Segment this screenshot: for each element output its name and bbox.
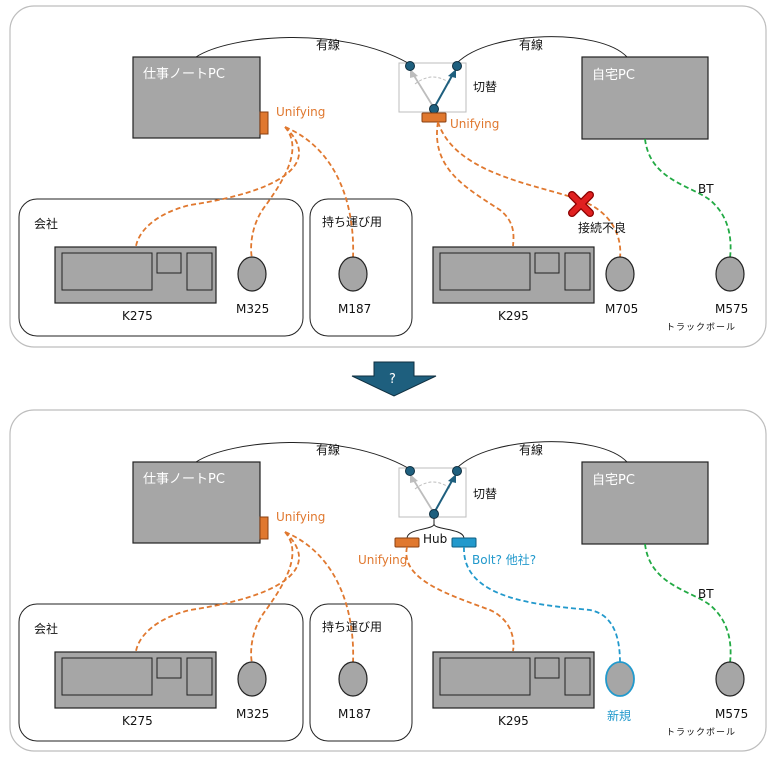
home-pc	[581, 56, 709, 140]
link-work-m187	[284, 126, 355, 259]
link-hub-new-mouse	[463, 546, 621, 664]
link-hub-k295	[405, 546, 515, 652]
office-group-label-bottom: 会社	[34, 621, 58, 636]
link-switch-k295	[436, 121, 515, 247]
switch-active-arrow	[433, 73, 454, 109]
bt-label: BT	[698, 182, 714, 196]
m325-label: M325	[236, 302, 269, 316]
switch-port-bottom	[429, 104, 439, 114]
unifying-dongle-switch	[421, 112, 447, 123]
cable-work-pc-bottom	[195, 442, 409, 469]
home-pc-label-bottom: 自宅PC	[592, 473, 635, 488]
home-pc-bottom	[581, 461, 709, 545]
link-work-k275	[135, 126, 300, 247]
unifying-dongle-pc-bottom	[259, 516, 269, 540]
switch-active-arrowhead	[448, 69, 456, 78]
k275-label: K275	[122, 309, 153, 323]
keyboard-k275-bottom	[54, 651, 217, 709]
cable-left-label: 有線	[316, 37, 340, 52]
transition-arrow: ?	[351, 361, 437, 397]
bottom-panel: 会社 持ち運び用 有線 有線 仕事ノートPC Unifying 自宅PC 切替 …	[9, 409, 767, 752]
keyboard-k275	[54, 246, 217, 304]
unifying-dongle-hub	[394, 537, 420, 548]
link-work-k275-bottom	[135, 531, 300, 652]
link-work-m325-bottom	[250, 531, 294, 664]
new-mouse-label: 新規	[607, 708, 631, 723]
bad-connection-label: 接続不良	[578, 220, 626, 235]
mouse-m575-bottom	[715, 661, 745, 697]
bolt-other-label: Bolt? 他社?	[472, 552, 536, 567]
m325-label-bottom: M325	[236, 707, 269, 721]
top-panel: 会社 持ち運び用 有線 有線 仕事ノートPC Unifying 自宅PC 切替 …	[9, 5, 767, 348]
switch-port-left-bottom	[405, 466, 415, 476]
m187-label: M187	[338, 302, 371, 316]
switch-port-right	[452, 61, 462, 71]
bt-label-bottom: BT	[698, 587, 714, 601]
k295-label: K295	[498, 309, 529, 323]
office-group-label: 会社	[34, 216, 58, 231]
error-cross-icon	[568, 191, 594, 217]
transition-arrow-label: ?	[389, 372, 396, 387]
switch-inactive-arrowhead	[410, 69, 418, 78]
unifying-pc-label: Unifying	[276, 105, 325, 119]
switch-label: 切替	[473, 80, 497, 94]
new-receiver-dongle	[451, 537, 477, 548]
keyboard-k295	[432, 246, 595, 304]
cable-left-label-bottom: 有線	[316, 442, 340, 457]
home-pc-label: 自宅PC	[592, 68, 635, 83]
work-pc	[132, 56, 261, 139]
cable-work-pc	[195, 37, 409, 64]
cable-right-label: 有線	[519, 37, 543, 52]
mouse-m575	[715, 256, 745, 292]
switch-label-bottom: 切替	[473, 487, 497, 501]
cable-home-pc	[456, 36, 628, 64]
switch-port-bottom-bottom	[429, 509, 439, 519]
switch-active-arrowhead-bottom	[448, 474, 456, 483]
keyboard-k295-bottom	[432, 651, 595, 709]
switch-inactive-arrow-bottom	[412, 478, 435, 514]
switch-inactive-arrowhead-bottom	[410, 474, 418, 483]
link-switch-m705	[437, 121, 622, 259]
m575-label-bottom: M575	[715, 707, 748, 721]
switch-port-left	[405, 61, 415, 71]
switch-active-arrow-bottom	[433, 478, 454, 514]
mouse-m325-bottom	[237, 661, 267, 697]
trackball-label-bottom: トラックボール	[666, 727, 736, 738]
hub-label: Hub	[423, 532, 447, 546]
mouse-new	[605, 661, 635, 697]
unifying-switch-label: Unifying	[450, 117, 499, 131]
hub-cable-right	[433, 523, 465, 539]
link-home-m575-bottom	[644, 543, 732, 664]
m187-label-bottom: M187	[338, 707, 371, 721]
link-home-m575	[644, 138, 732, 259]
link-work-m187-bottom	[284, 531, 355, 664]
mouse-m705	[605, 256, 635, 292]
work-pc-bottom	[132, 461, 261, 544]
k275-label-bottom: K275	[122, 714, 153, 728]
k295-label-bottom: K295	[498, 714, 529, 728]
unifying-dongle-pc	[259, 111, 269, 135]
mouse-m325	[237, 256, 267, 292]
switch-inactive-arrow	[412, 73, 435, 109]
cable-right-label-bottom: 有線	[519, 442, 543, 457]
switch-port-right-bottom	[452, 466, 462, 476]
m575-label: M575	[715, 302, 748, 316]
unifying-pc-label-bottom: Unifying	[276, 510, 325, 524]
mouse-m187	[338, 256, 368, 292]
work-pc-label: 仕事ノートPC	[143, 67, 225, 82]
trackball-label: トラックボール	[666, 322, 736, 333]
mouse-m187-bottom	[338, 661, 368, 697]
cable-home-pc-bottom	[456, 441, 628, 469]
m705-label: M705	[605, 302, 638, 316]
unifying-hub-label: Unifying	[358, 553, 407, 567]
work-pc-label-bottom: 仕事ノートPC	[143, 472, 225, 487]
link-work-m325	[250, 126, 294, 259]
